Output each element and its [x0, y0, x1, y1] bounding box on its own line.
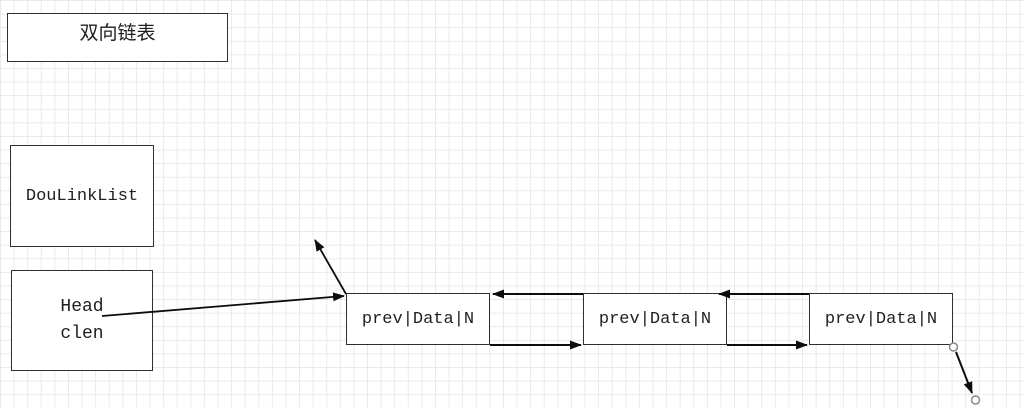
doulinklist-label: DouLinkList [25, 186, 139, 206]
head-box[interactable]: Head clen [11, 270, 153, 371]
node-box-2[interactable]: prev|Data|N [583, 293, 727, 345]
node-box-3[interactable]: prev|Data|N [809, 293, 953, 345]
node-box-1[interactable]: prev|Data|N [346, 293, 490, 345]
node3-next-tail-arrow[interactable] [955, 351, 973, 394]
tail-end-endpoint[interactable] [970, 395, 981, 405]
node1-prev-arrow[interactable] [314, 239, 347, 295]
title-box-label: 双向链表 [79, 23, 156, 44]
node-label: prev|Data|N [824, 309, 938, 329]
node-label: prev|Data|N [361, 309, 475, 329]
head-label-line2: clen [60, 323, 104, 344]
node-label: prev|Data|N [598, 309, 712, 329]
title-box[interactable]: 双向链表 [7, 13, 228, 62]
doulinklist-box[interactable]: DouLinkList [10, 145, 154, 247]
head-label-line1: Head [60, 296, 104, 317]
